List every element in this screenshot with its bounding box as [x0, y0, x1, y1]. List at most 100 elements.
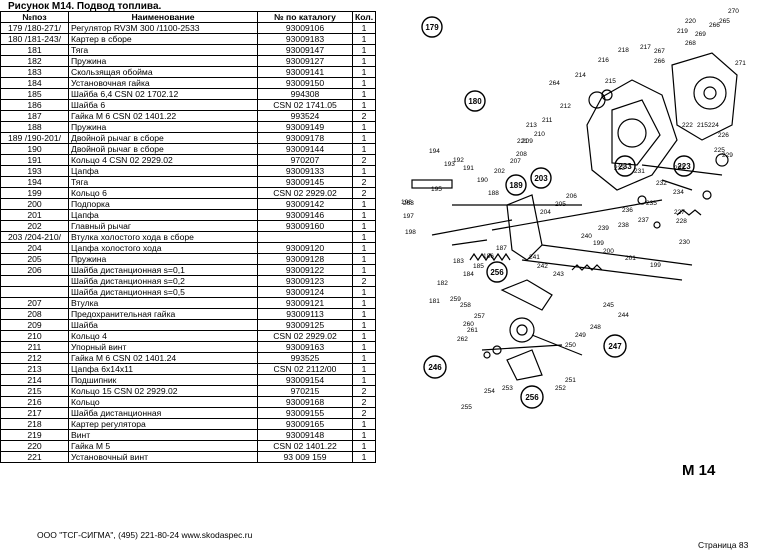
row-position: 179 /180-271/ [0, 22, 69, 34]
row-quantity: 1 [351, 363, 377, 375]
circled-label-256b: 256 [525, 393, 539, 402]
row-position: 215 [0, 385, 69, 397]
part-number-label: 236 [622, 207, 633, 214]
row-catalog-number: 93009124 [257, 286, 353, 298]
part-number-label: 215 [697, 122, 708, 129]
circled-label-246: 246 [428, 363, 442, 372]
part-number-label: 252 [555, 385, 566, 392]
part-number-labels: 2702202192652662692682712172182162152142… [401, 8, 746, 411]
part-number-label: 202 [494, 168, 505, 175]
part-number-label: 244 [618, 312, 629, 319]
row-name: Цапфа [68, 165, 258, 177]
row-quantity: 1 [351, 319, 377, 331]
spring [469, 252, 511, 262]
row-catalog-number: CSN 02 2929.02 [257, 330, 353, 342]
part-number-label: 229 [722, 152, 733, 159]
part-number-label: 226 [718, 132, 729, 139]
row-catalog-number: CSN 02 2929.02 [257, 187, 353, 199]
row-name: Кольцо [68, 396, 258, 408]
row-catalog-number: 93 009 159 [257, 451, 353, 463]
part-number-label: 235 [646, 200, 657, 207]
circled-label-223: 223 [677, 162, 691, 171]
row-quantity: 1 [351, 440, 377, 452]
row-position: 203 /204-210/ [0, 231, 69, 243]
part-number-label: 266 [709, 22, 720, 29]
part-number-label: 243 [553, 271, 564, 278]
row-quantity: 1 [351, 132, 377, 144]
part-number-label: 217 [640, 44, 651, 51]
part-number-label: 270 [728, 8, 739, 15]
row-name: Шайба дистанционная [68, 407, 258, 419]
row-name: Двойной рычаг в сборе [68, 143, 258, 155]
part-number-label: 209 [522, 138, 533, 145]
row-position: 181 [0, 44, 69, 56]
part-number-label: 192 [453, 157, 464, 164]
row-position: 216 [0, 396, 69, 408]
row-position [0, 286, 69, 298]
row-name: Установочная гайка [68, 77, 258, 89]
row-catalog-number: 93009113 [257, 308, 353, 320]
part-number-label: 208 [516, 151, 527, 158]
part-number-label: 230 [679, 239, 690, 246]
part-number-label: 237 [638, 217, 649, 224]
row-catalog-number: 93009150 [257, 77, 353, 89]
part-number-label: 249 [575, 332, 586, 339]
part-number-label: 269 [695, 31, 706, 38]
row-name: Установочный винт [68, 451, 258, 463]
row-quantity: 1 [351, 99, 377, 111]
row-catalog-number: 93009123 [257, 275, 353, 287]
part-number-label: 199 [650, 262, 661, 269]
row-name: Гайка М 6 CSN 02 1401.22 [68, 110, 258, 122]
part-number-label: 254 [484, 388, 495, 395]
row-position: 186 [0, 99, 69, 111]
row-catalog-number: 93009145 [257, 176, 353, 188]
row-position: 184 [0, 77, 69, 89]
row-name: Шайба дистанционная s=0,1 [68, 264, 258, 276]
part-number-label: 227 [674, 209, 685, 216]
row-name: Втулка [68, 297, 258, 309]
row-catalog-number: 93009146 [257, 209, 353, 221]
part-number-label: 220 [685, 18, 696, 25]
row-name: Двойной рычаг в сборе [68, 132, 258, 144]
double-lever [506, 194, 543, 261]
row-quantity: 1 [351, 22, 377, 34]
part-number-label: 265 [719, 18, 730, 25]
part-number-label: 263 [403, 200, 414, 207]
part-number-label: 199 [593, 240, 604, 247]
row-quantity: 1 [351, 231, 377, 243]
lower-hub [509, 317, 535, 343]
row-position: 193 [0, 165, 69, 177]
part-number-label: 211 [542, 117, 553, 124]
exploded-parts-diagram: 179 180 189 203 233 223 256 246 247 256 … [401, 8, 746, 479]
part-number-label: 268 [685, 40, 696, 47]
row-name: Упорный винт [68, 341, 258, 353]
part-number-label: 200 [603, 248, 614, 255]
part-number-label: 216 [598, 57, 609, 64]
row-position: 210 [0, 330, 69, 342]
footer-company: ООО "ТСГ-СИГМА", (495) 221-80-24 www.sko… [37, 530, 253, 540]
row-catalog-number: CSN 02 1401.22 [257, 440, 353, 452]
row-quantity: 1 [351, 33, 377, 45]
row-catalog-number: 93009183 [257, 33, 353, 45]
row-quantity: 2 [351, 396, 377, 408]
row-catalog-number [257, 231, 353, 243]
part-number-label: 191 [463, 165, 474, 172]
row-name: Пружина [68, 121, 258, 133]
row-catalog-number: 93009122 [257, 264, 353, 276]
